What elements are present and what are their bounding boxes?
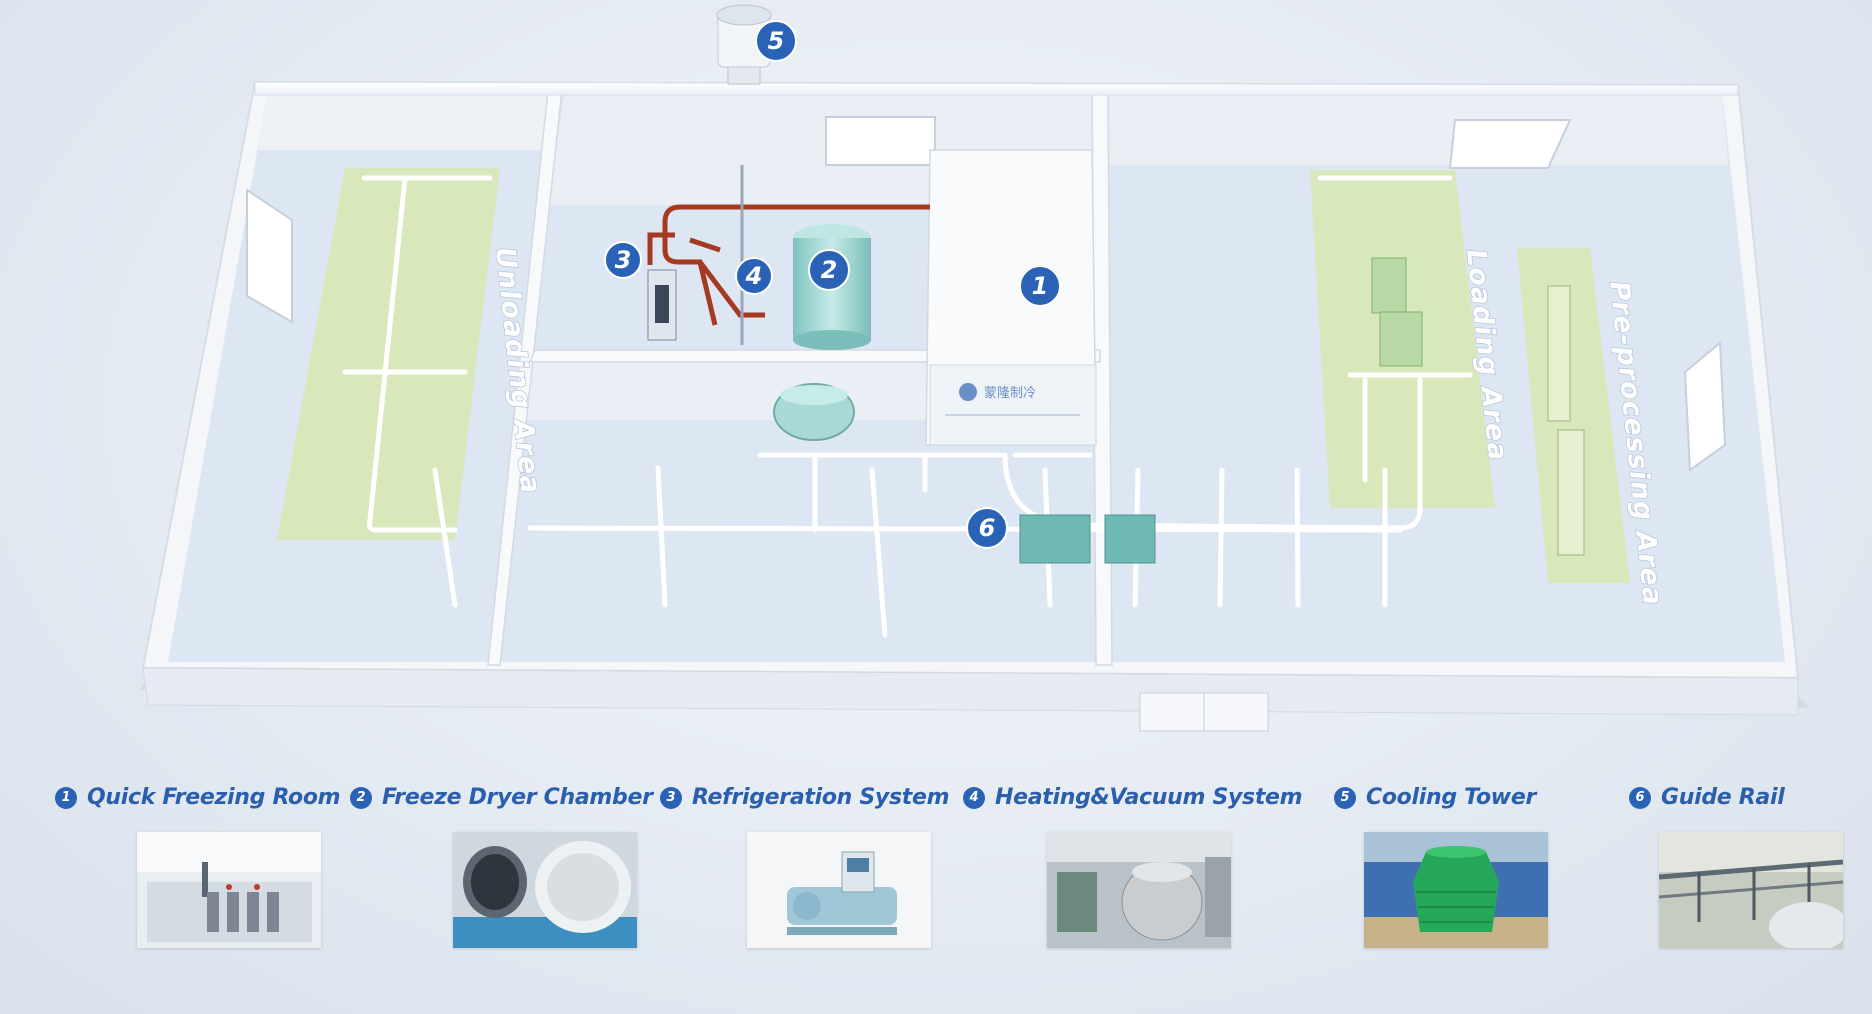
svg-text:2: 2 — [821, 256, 838, 284]
brand-sign: 蒙隆制冷 — [984, 386, 1036, 401]
vacuum-chamber — [773, 383, 855, 441]
legend-item-cooling-tower: 5 Cooling Tower — [1334, 785, 1548, 948]
marker-2: 2 — [808, 249, 850, 291]
legend-title: Quick Freezing Room — [87, 785, 341, 810]
legend-item-quick-freezing-room: 1 Quick Freezing Room — [55, 785, 341, 948]
cooling-tower-model — [716, 4, 772, 85]
legend-item-heating-vacuum-system: 4 Heating&Vacuum System — [963, 785, 1303, 948]
legend-number: 4 — [963, 786, 985, 809]
heating-vacuum-system-photo — [1047, 832, 1231, 948]
quick-freezing-room-photo — [137, 832, 321, 948]
guide-rail-network — [342, 175, 1473, 638]
svg-text:1: 1 — [1032, 272, 1049, 300]
svg-text:6: 6 — [979, 514, 996, 542]
wall-top — [254, 81, 1739, 96]
brand-logo — [959, 383, 977, 401]
legend-number: 1 — [55, 786, 77, 809]
machine-room-window — [825, 116, 936, 166]
legend-title: Freeze Dryer Chamber — [382, 785, 653, 810]
refrigeration-unit — [647, 269, 677, 341]
quick-freezing-room-front — [929, 364, 1097, 446]
legend-item-guide-rail: 6 Guide Rail — [1629, 785, 1843, 948]
refrigeration-system-photo — [747, 832, 931, 948]
legend-number: 6 — [1629, 786, 1651, 809]
svg-text:3: 3 — [615, 246, 632, 274]
marker-1: 1 — [1019, 265, 1061, 307]
middle-room-backwall — [522, 355, 935, 420]
front-door — [1139, 692, 1269, 732]
left-room-backwall — [258, 95, 548, 150]
svg-text:4: 4 — [745, 262, 763, 290]
cooling-tower-photo — [1364, 832, 1548, 948]
refrigeration-pipes — [647, 204, 930, 326]
legend-number: 5 — [1334, 786, 1356, 809]
marker-5: 5 — [755, 20, 797, 62]
right-room-window — [1448, 119, 1572, 169]
equipment-legend: 1 Quick Freezing Room 2 Freeze Dryer Cha… — [0, 785, 1872, 965]
marker-6: 6 — [966, 507, 1008, 549]
marker-3: 3 — [604, 241, 642, 279]
legend-title: Heating&Vacuum System — [995, 785, 1303, 810]
preprocessing-zone — [1517, 248, 1630, 583]
legend-title: Cooling Tower — [1366, 785, 1537, 810]
legend-item-freeze-dryer-chamber: 2 Freeze Dryer Chamber — [350, 785, 653, 948]
plant-layout-diagram: 蒙隆制冷 — [140, 4, 1810, 732]
building-front-wall — [142, 667, 1799, 716]
legend-title: Guide Rail — [1661, 785, 1785, 810]
marker-4: 4 — [735, 257, 773, 295]
legend-number: 3 — [660, 786, 682, 809]
right-room-backwall — [1105, 90, 1728, 165]
svg-text:5: 5 — [768, 27, 785, 55]
trolley-carts — [1019, 257, 1585, 564]
legend-number: 2 — [350, 786, 372, 809]
legend-title: Refrigeration System — [692, 785, 950, 810]
guide-rail-photo — [1659, 832, 1843, 948]
right-side-window — [1683, 340, 1727, 472]
left-window — [246, 188, 293, 324]
legend-item-refrigeration-system: 3 Refrigeration System — [660, 785, 950, 948]
freeze-dryer-chamber-photo — [453, 832, 637, 948]
